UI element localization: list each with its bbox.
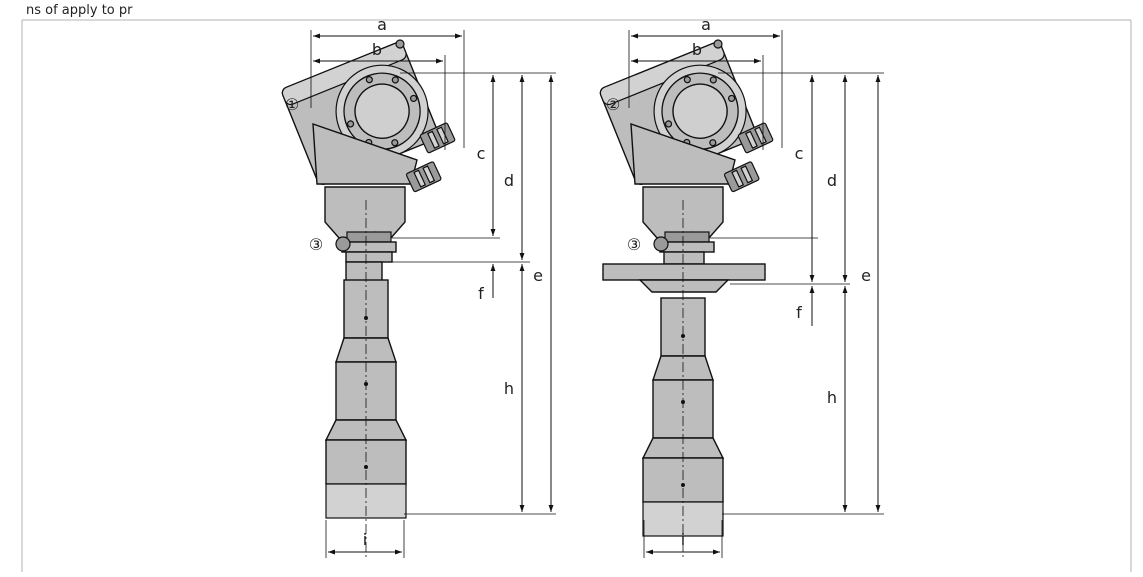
dim-label-i-left: i (363, 530, 367, 549)
dim-label-c-right: c (795, 144, 804, 163)
dim-label-b-left: b (372, 40, 382, 59)
dimensions-right (628, 30, 884, 558)
dim-label-b-right: b (692, 40, 702, 59)
dim-label-i-right: i (681, 530, 685, 549)
dim-label-a-left: a (377, 15, 387, 34)
dim-label-f-left: f (478, 284, 484, 303)
dim-label-c-left: c (477, 144, 486, 163)
device-right (597, 39, 775, 560)
callout-3-left: ③ (309, 235, 323, 254)
dim-label-a-right: a (701, 15, 711, 34)
dim-label-d-left: d (504, 171, 514, 190)
dim-label-h-left: h (504, 379, 514, 398)
dimensions-left (310, 30, 556, 558)
callout-1: ① (285, 95, 299, 114)
dim-label-e-left: e (533, 266, 543, 285)
dim-label-f-right: f (796, 303, 802, 322)
dim-label-d-right: d (827, 171, 837, 190)
header-fragment: ns of apply to pr (26, 3, 133, 18)
dim-label-e-right: e (861, 266, 871, 285)
dim-label-h-right: h (827, 388, 837, 407)
device-left (279, 39, 457, 560)
callout-2: ② (606, 95, 620, 114)
callout-3-right: ③ (627, 235, 641, 254)
